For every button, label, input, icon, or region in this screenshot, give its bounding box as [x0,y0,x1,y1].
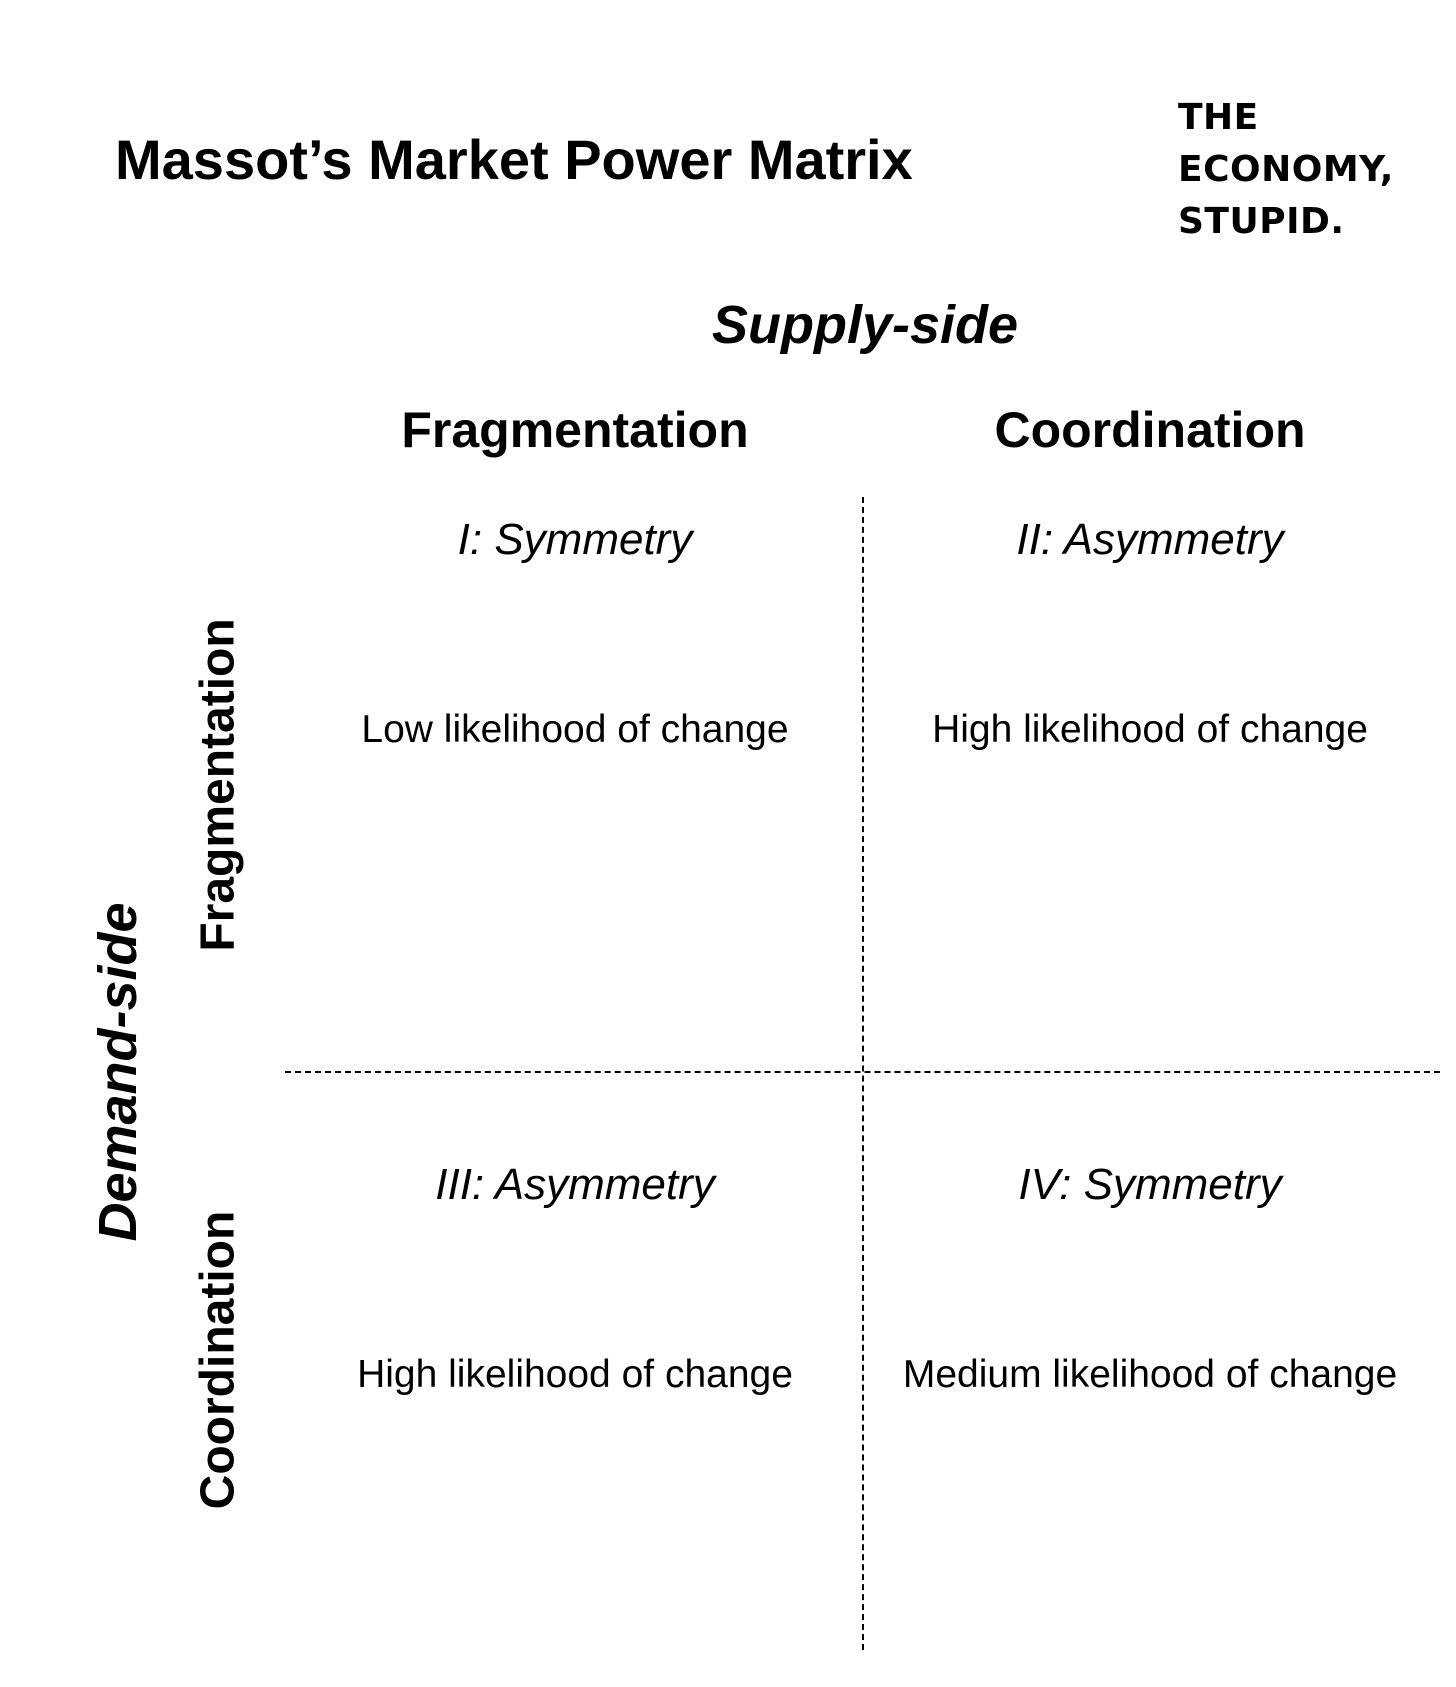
column-header-coordination: Coordination [994,402,1306,458]
column-header-fragmentation: Fragmentation [401,402,749,458]
vertical-divider [862,497,864,1650]
quadrant-1-text: Low likelihood of change [361,708,789,751]
logo-line: STUPID. [1178,201,1345,242]
demand-side-axis-label: Demand-side [88,902,148,1242]
logo-line: THE [1178,97,1259,138]
row-header-fragmentation: Fragmentation [191,618,245,952]
logo: THE ECONOMY, STUPID. [1178,92,1394,248]
quadrant-4-text: Medium likelihood of change [902,1353,1398,1396]
quadrant-1-title: I: Symmetry [457,515,693,564]
quadrant-4-title: IV: Symmetry [1018,1160,1282,1209]
logo-line: ECONOMY, [1178,149,1394,190]
row-header-coordination: Coordination [191,1210,245,1510]
quadrant-2-text: High likelihood of change [932,708,1368,751]
horizontal-divider [285,1071,1440,1073]
quadrant-2-title: II: Asymmetry [1016,515,1284,564]
supply-side-axis-label: Supply-side [711,295,1019,355]
page-title: Massot’s Market Power Matrix [115,128,913,191]
quadrant-3-text: High likelihood of change [357,1353,793,1396]
quadrant-3-title: III: Asymmetry [435,1160,715,1209]
